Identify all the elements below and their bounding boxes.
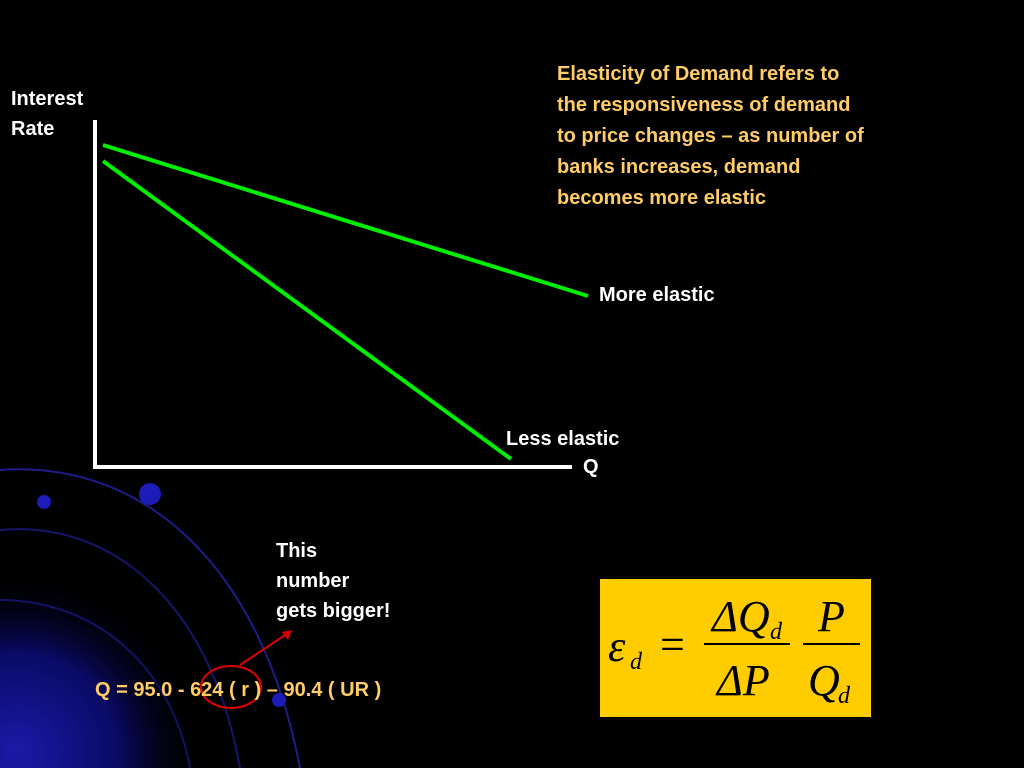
less-elastic-curve xyxy=(101,159,513,461)
description-line: the responsiveness of demand xyxy=(557,94,851,116)
background-wave xyxy=(0,440,334,768)
description-line: Elasticity of Demand refers to xyxy=(557,63,840,85)
demand-equation: Q = 95.0 - 624 ( r ) – 90.4 ( UR ) xyxy=(95,675,381,705)
formula-epsilon: ε xyxy=(608,622,626,671)
y-axis-label-line1: Interest xyxy=(11,88,84,110)
formula-q: Q xyxy=(808,656,840,705)
formula-p: P xyxy=(817,592,845,641)
background-dot xyxy=(272,693,286,707)
formula-epsilon-sub: d xyxy=(630,649,643,675)
formula-delta-q: ΔQ xyxy=(710,592,770,641)
pointer-arrow xyxy=(239,632,289,666)
note-line: This xyxy=(276,540,318,562)
elasticity-formula-box: ε d = ΔQ d ΔP P Q d xyxy=(600,579,871,717)
more-elastic-label: More elastic xyxy=(599,284,715,306)
elasticity-formula: ε d = ΔQ d ΔP P Q d xyxy=(608,592,860,709)
formula-delta-q-sub: d xyxy=(770,619,783,645)
background-arc xyxy=(0,468,301,768)
less-elastic-label: Less elastic xyxy=(506,428,620,450)
callout-note: This number gets bigger! xyxy=(276,536,390,626)
highlight-circle xyxy=(200,665,262,709)
equation-suffix: ( r ) – 90.4 ( UR ) xyxy=(223,679,382,701)
formula-equals: = xyxy=(660,620,685,669)
equation-prefix: Q = 95.0 - xyxy=(95,679,191,701)
description-line: banks increases, demand xyxy=(557,156,801,178)
elasticity-description: Elasticity of Demand refers to the respo… xyxy=(557,59,977,214)
note-line: number xyxy=(276,570,350,592)
y-axis-label-line2: Rate xyxy=(11,118,55,140)
y-axis-label: Interest Rate xyxy=(11,84,83,144)
description-line: to price changes – as number of xyxy=(557,125,864,147)
more-elastic-curve xyxy=(102,143,589,298)
formula-delta-p: ΔP xyxy=(715,656,770,705)
x-axis-label: Q xyxy=(583,456,599,478)
background-dot xyxy=(37,495,51,509)
background-arc xyxy=(0,528,241,768)
background-dot xyxy=(139,483,161,505)
pointer-arrowhead xyxy=(282,630,292,640)
formula-q-sub: d xyxy=(838,683,851,709)
background-arc xyxy=(0,599,191,768)
description-line: becomes more elastic xyxy=(557,187,766,209)
note-line: gets bigger! xyxy=(276,600,391,622)
equation-highlight: 624 xyxy=(190,679,224,701)
